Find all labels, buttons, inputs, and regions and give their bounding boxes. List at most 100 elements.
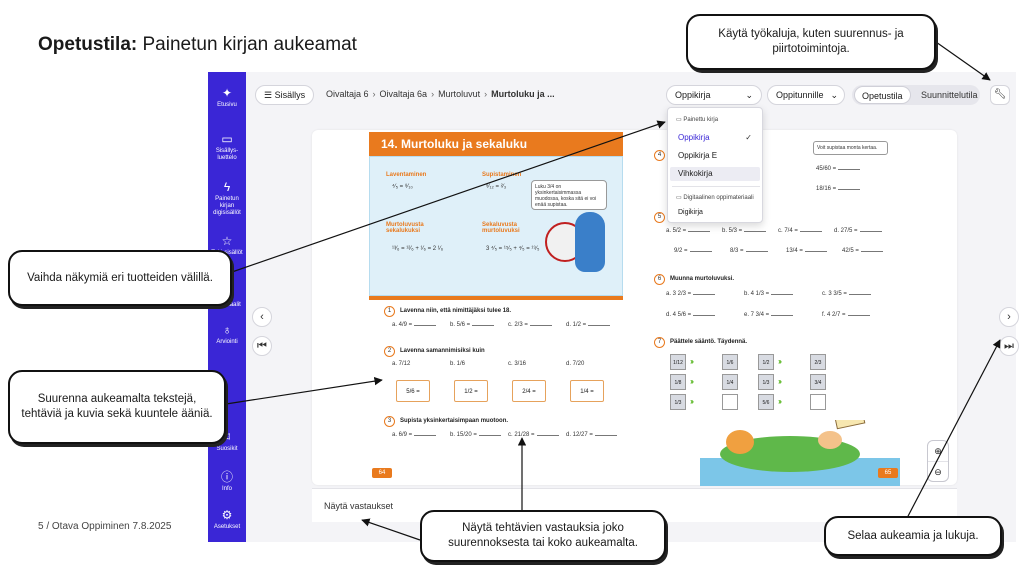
last-spread-button[interactable]: ⏭︎ [999, 336, 1019, 356]
sequence-arrows: ››› [690, 377, 694, 386]
chevron-right-icon: › [484, 89, 488, 99]
exercise-number: 6 [654, 274, 665, 285]
exercise-item[interactable]: b. 5/3 = [722, 228, 767, 234]
sequence-box: 1/2 [758, 354, 774, 370]
callout-tools: Käytä työkaluja, kuten suurennus- ja pii… [686, 14, 936, 70]
monitor-icon: ▭ [676, 195, 684, 201]
exercise-item[interactable]: 42/5 = [842, 248, 883, 254]
sidebar-item-label: Suosikit [216, 446, 238, 452]
exercise-item[interactable]: 18/16 = [816, 186, 861, 192]
exercise-title: Lavenna niin, että nimittäjäksi tulee 18… [400, 308, 512, 314]
dropdown-option[interactable]: Oppikirja E [678, 151, 718, 160]
sequence-arrows: ››› [778, 357, 782, 366]
exercise-title: Muunna murtoluvuksi. [670, 276, 735, 282]
exercise-item[interactable]: a. 5/2 = [666, 228, 711, 234]
exercise-item[interactable]: d. 27/5 = [834, 228, 882, 234]
exercise-item[interactable]: e. 7 3/4 = [744, 312, 794, 318]
product-select-value: Oppikirja [675, 90, 711, 100]
exercise-item[interactable]: d. 1/2 = [566, 322, 611, 328]
sidebar-item-digital[interactable]: ϟ Painetun kirjan digisisällöt [208, 180, 246, 217]
info-icon: ⓘ [220, 470, 233, 484]
divider [672, 186, 760, 187]
zoom-out-icon[interactable]: ⊖ [928, 461, 948, 481]
breadcrumb-item[interactable]: Oivaltaja 6a [379, 89, 428, 99]
callout-switch-views: Vaihda näkymiä eri tuotteiden välillä. [8, 250, 232, 306]
skip-forward-icon: ⏭︎ [1004, 340, 1014, 352]
exercise-number: 1 [384, 306, 395, 317]
first-spread-button[interactable]: ⏮︎ [252, 336, 272, 356]
exercise-item: c. 3/16 [508, 361, 527, 367]
exercise-item[interactable]: c. 3 3/5 = [822, 291, 871, 297]
dropdown-option[interactable]: Oppikirja✓ [670, 131, 760, 145]
dropdown-option[interactable]: Vihkokirja [670, 167, 760, 181]
zoom-in-icon[interactable]: ⊕ [934, 446, 942, 456]
star-icon: ☆ [221, 234, 233, 248]
next-spread-button[interactable]: › [999, 307, 1019, 327]
sparkle-icon: ✦ [221, 86, 233, 100]
sidebar-item-label: Painetun kirjan digisisällöt [213, 196, 241, 216]
prev-spread-button[interactable]: ‹ [252, 307, 272, 327]
fraction-card[interactable]: 2/4 = [512, 380, 546, 402]
toc-button[interactable]: ☰ Sisällys [255, 85, 315, 105]
exercise-item[interactable]: d. 12/27 = [566, 432, 617, 438]
exercise-item[interactable]: b. 4 1/3 = [744, 291, 794, 297]
students-select[interactable]: Oppitunnille ⌄ [767, 85, 845, 105]
exercise-item[interactable]: 8/3 = [730, 248, 768, 254]
slide-footer: 5 / Otava Oppiminen 7.8.2025 [38, 521, 172, 532]
sidebar-item-info[interactable]: ⓘ Info [208, 470, 246, 493]
exercise-item[interactable]: f. 4 2/7 = [822, 312, 870, 318]
fraction-card[interactable]: 5/6 = [396, 380, 430, 402]
sidebar-item-label: Sisällys-luettelo [215, 148, 239, 161]
exercise-item[interactable]: b. 5/6 = [450, 322, 495, 328]
sequence-answer-box[interactable] [810, 394, 826, 410]
sequence-arrows: ››› [778, 397, 782, 406]
sidebar-item-toc[interactable]: ▭ Sisällys-luettelo [208, 132, 246, 162]
show-answers-button[interactable]: Näytä vastaukset [324, 501, 394, 511]
mode-toggle: Opetustila Suunnittelutila [852, 85, 980, 105]
exercise-item[interactable]: 45/60 = [816, 166, 861, 172]
check-icon: ✓ [745, 133, 752, 142]
mode-teaching[interactable]: Opetustila [854, 86, 911, 104]
exercise-item[interactable]: b. 15/20 = [450, 432, 501, 438]
sidebar-item-label: Arviointi [216, 339, 238, 345]
exercise-item[interactable]: c. 7/4 = [778, 228, 822, 234]
exercise-title: Päättele sääntö. Täydennä. [670, 339, 748, 345]
exercise-item[interactable]: a. 6/9 = [392, 432, 437, 438]
sidebar-item-assessment[interactable]: ♁ Arviointi [208, 323, 246, 346]
exercise-item[interactable]: a. 4/9 = [392, 322, 437, 328]
exercise-number: 2 [384, 346, 395, 357]
product-select[interactable]: Oppikirja ⌄ [666, 85, 762, 105]
sidebar-item-settings[interactable]: ⚙ Asetukset [208, 508, 246, 531]
product-dropdown: ▭ Painettu kirja Oppikirja✓ Oppikirja E … [667, 107, 763, 223]
sequence-answer-box[interactable] [722, 394, 738, 410]
chevron-down-icon: ⌄ [830, 90, 838, 100]
mode-planning[interactable]: Suunnittelutila [921, 90, 978, 100]
sidebar-item-home[interactable]: ✦ Etusivu [208, 86, 246, 109]
chevron-right-icon: › [372, 89, 376, 99]
dropdown-group-header: ▭ Digitaalinen oppimateriaali [676, 195, 754, 201]
exercise-item[interactable]: a. 3 2/3 = [666, 291, 716, 297]
exercise-item[interactable]: c. 21/28 = [508, 432, 559, 438]
sidebar-item-label: Materiaalit [213, 302, 241, 308]
exercise-number: 5 [654, 212, 665, 223]
sidebar-item-label: Etusivu [217, 102, 237, 108]
breadcrumb-item[interactable]: Murtoluvut [438, 89, 481, 99]
fraction-card[interactable]: 1/4 = [570, 380, 604, 402]
page-number-left: 64 [372, 468, 392, 478]
callout-answers: Näytä tehtävien vastauksia joko suurenno… [420, 510, 666, 562]
bird-illustration [575, 212, 605, 272]
sidebar-item-favorites[interactable]: ⌑ Suosikit [208, 430, 246, 453]
exercise-item: b. 1/6 [450, 361, 466, 367]
theory-example: ⁸⁄₁₂ = ²⁄₃ [486, 184, 507, 190]
sequence-arrows: ››› [690, 397, 694, 406]
exercise-item[interactable]: 9/2 = [674, 248, 712, 254]
fraction-card[interactable]: 1/2 = [454, 380, 488, 402]
award-icon: ♁ [222, 323, 232, 337]
exercise-item[interactable]: d. 4 5/6 = [666, 312, 716, 318]
breadcrumb-item[interactable]: Oivaltaja 6 [326, 89, 369, 99]
tools-button[interactable]: 🔧︎ [990, 85, 1010, 105]
sequence-box: 5/6 [758, 394, 774, 410]
exercise-item[interactable]: c. 2/3 = [508, 322, 552, 328]
dropdown-option[interactable]: Digikirja [678, 209, 703, 216]
exercise-item[interactable]: 13/4 = [786, 248, 827, 254]
